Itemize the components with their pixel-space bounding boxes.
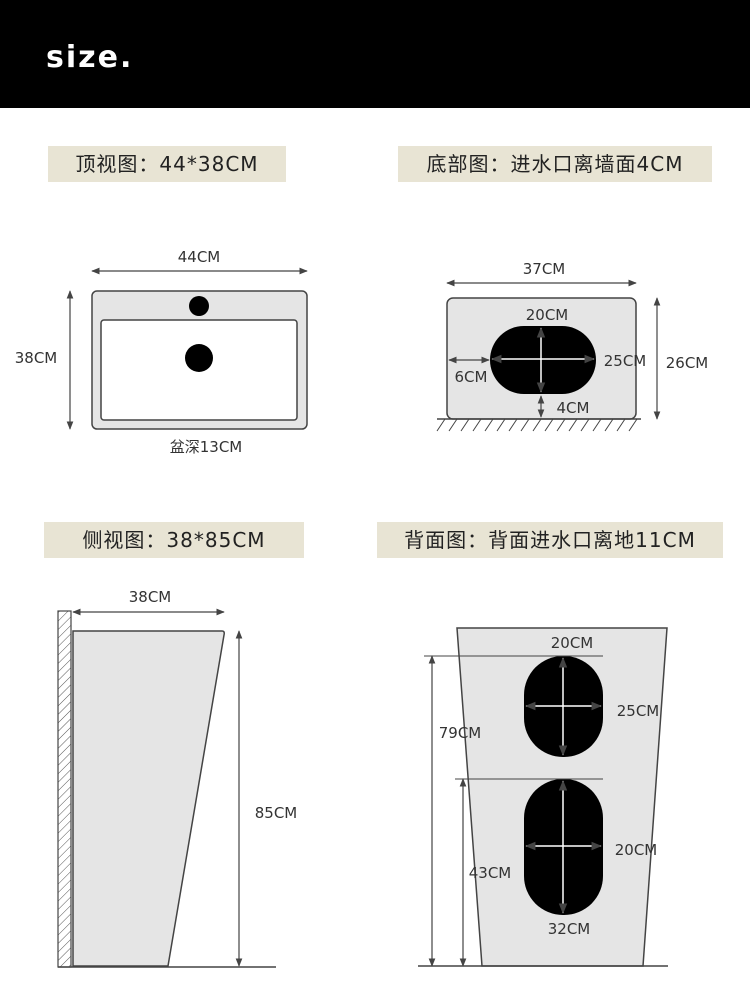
drain-hole: [185, 344, 213, 372]
top-view-depth-label: 38CM: [15, 349, 58, 367]
back-view-diagram: 20CM 25CM 79CM 20CM 43CM 32CM: [418, 627, 668, 967]
upper-hole-width-label: 20CM: [551, 634, 594, 652]
bottom-left-offset-label: 6CM: [455, 368, 488, 386]
bottom-hole-height-label: 25CM: [604, 352, 647, 370]
page-title: size.: [46, 40, 134, 75]
bottom-height-label: 26CM: [666, 354, 709, 372]
top-view-width-label: 44CM: [178, 248, 221, 266]
bottom-hole-width-label: 20CM: [526, 306, 569, 324]
basin-depth-label: 盆深13CM: [170, 438, 243, 456]
lower-hole-width-label: 32CM: [548, 920, 591, 938]
side-view-body: [72, 630, 225, 967]
top-view-diagram: 44CM 38CM 盆深13CM: [15, 248, 308, 456]
bottom-inlet-hole: [490, 326, 596, 394]
bottom-width-label: 37CM: [523, 260, 566, 278]
side-view-label: 侧视图：38*85CM: [44, 522, 304, 558]
bottom-floor-offset-label: 4CM: [557, 399, 590, 417]
floor-hatch: [436, 418, 638, 432]
lower-from-floor-label: 43CM: [469, 864, 512, 882]
side-width-label: 38CM: [129, 588, 172, 606]
bottom-view-label: 底部图：进水口离墙面4CM: [398, 146, 712, 182]
back-view-label: 背面图：背面进水口离地11CM: [377, 522, 723, 558]
side-view-diagram: 38CM 85CM: [57, 588, 298, 968]
lower-hole-height-label: 20CM: [615, 841, 658, 859]
header-bar: size.: [0, 0, 750, 108]
wall-hatch: [57, 610, 72, 968]
top-view-label: 顶视图：44*38CM: [48, 146, 286, 182]
upper-from-floor-label: 79CM: [439, 724, 482, 742]
bottom-view-diagram: 37CM 26CM 20CM 25CM 6CM 4CM: [436, 260, 709, 432]
upper-hole-height-label: 25CM: [617, 702, 660, 720]
faucet-hole: [189, 296, 209, 316]
side-height-label: 85CM: [255, 804, 298, 822]
